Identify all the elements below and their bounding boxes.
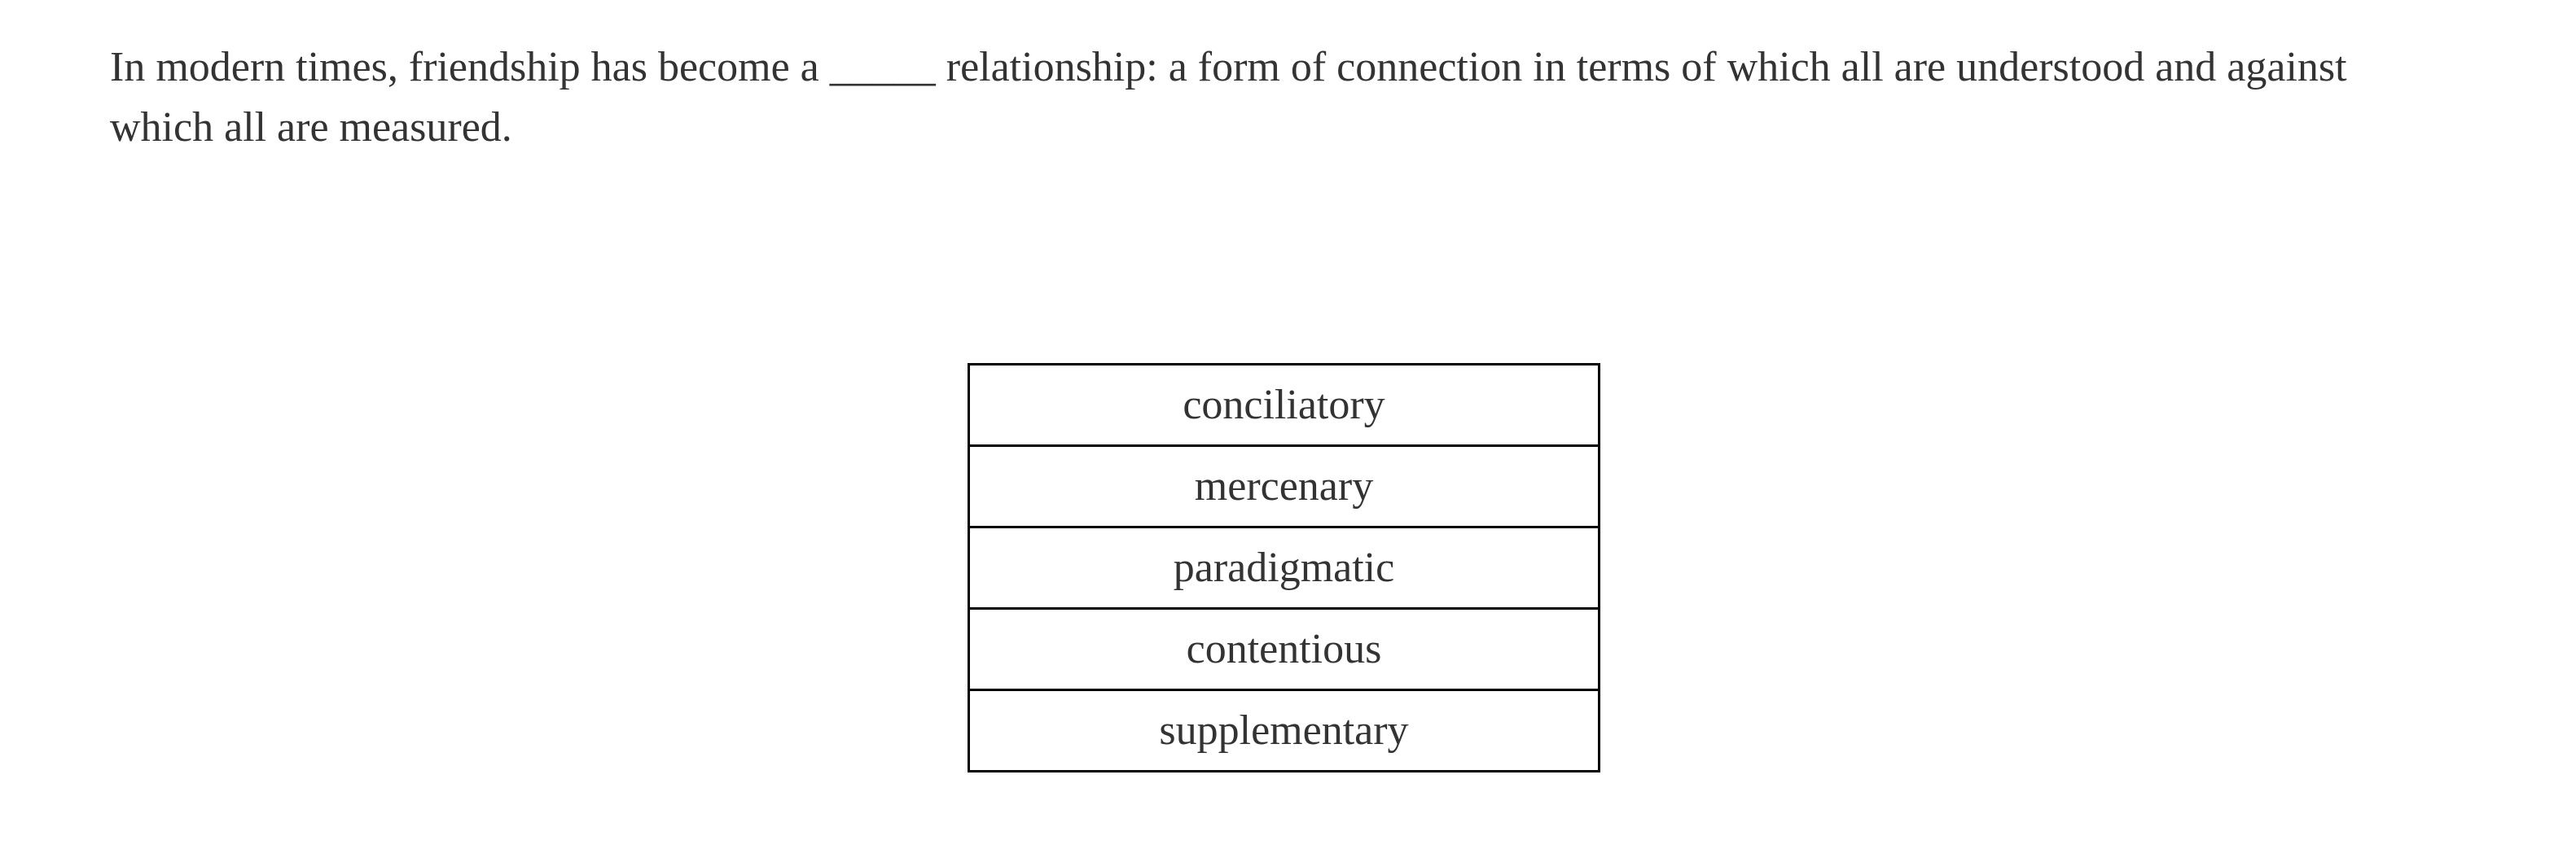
answer-choice-row: mercenary [968, 444, 1600, 528]
answer-choice-paradigmatic[interactable]: paradigmatic [968, 526, 1600, 610]
question-text-after-blank: relationship: a form of connection in te… [110, 44, 2347, 151]
answer-choice-row: paradigmatic [968, 526, 1600, 610]
answer-blank: _____ [829, 44, 936, 90]
answer-choice-row: conciliatory [968, 363, 1600, 447]
answer-choice-supplementary[interactable]: supplementary [968, 689, 1600, 772]
answer-choice-mercenary[interactable]: mercenary [968, 444, 1600, 528]
answer-choices-table: conciliatory mercenary paradigmatic cont… [968, 363, 1600, 772]
answer-choice-row: contentious [968, 607, 1600, 691]
question-text-before-blank: In modern times, friendship has become a [110, 44, 830, 90]
answer-choice-conciliatory[interactable]: conciliatory [968, 363, 1600, 447]
answer-choice-contentious[interactable]: contentious [968, 607, 1600, 691]
question-text: In modern times, friendship has become a… [110, 37, 2455, 158]
answer-choice-row: supplementary [968, 689, 1600, 772]
